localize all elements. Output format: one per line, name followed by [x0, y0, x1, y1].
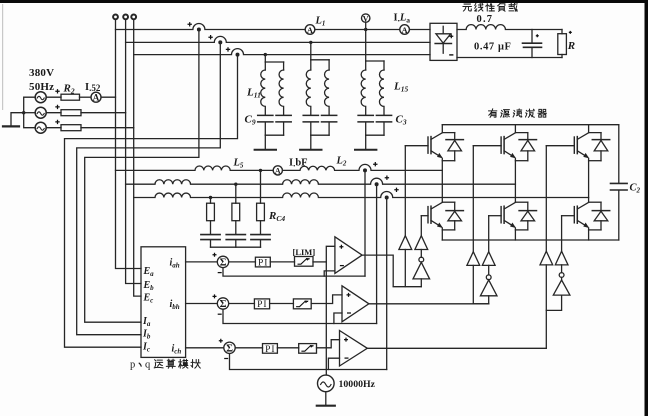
svg-text:380V: 380V — [29, 67, 54, 79]
svg-text:Ib: Ib — [142, 328, 151, 340]
svg-text:10000Hz: 10000Hz — [339, 379, 376, 390]
svg-text:ich: ich — [172, 343, 182, 355]
svg-text:RC4: RC4 — [268, 210, 285, 223]
svg-text:C2: C2 — [630, 183, 641, 195]
svg-text:PI: PI — [258, 259, 268, 269]
svg-text:iah: iah — [170, 257, 180, 269]
svg-text:C9: C9 — [245, 114, 256, 127]
svg-text:R: R — [567, 40, 575, 52]
svg-text:V: V — [363, 15, 369, 24]
svg-text:A: A — [402, 25, 409, 35]
svg-text:L2: L2 — [336, 156, 347, 168]
svg-text:Ec: Ec — [143, 292, 154, 304]
svg-text:Ea: Ea — [143, 266, 155, 278]
svg-text:L11: L11 — [246, 87, 261, 100]
svg-text:Σ: Σ — [226, 344, 233, 355]
svg-text:I.52: I.52 — [85, 82, 101, 93]
svg-text:L5: L5 — [233, 158, 244, 170]
svg-text:ibh: ibh — [170, 299, 180, 311]
svg-text:Σ: Σ — [220, 258, 227, 269]
svg-text:0.7: 0.7 — [477, 14, 494, 25]
svg-text:A: A — [307, 25, 314, 35]
svg-text:Ic: Ic — [142, 341, 150, 353]
svg-text:I.La: I.La — [394, 13, 411, 25]
svg-text:50Hz: 50Hz — [29, 81, 54, 93]
svg-text:L15: L15 — [393, 81, 408, 94]
svg-text:q: q — [145, 360, 151, 371]
svg-text:L1: L1 — [315, 16, 326, 28]
svg-text:I.bF: I.bF — [289, 158, 308, 169]
svg-text:A: A — [275, 167, 281, 176]
svg-text:Eb: Eb — [143, 280, 155, 292]
svg-text:Σ: Σ — [220, 299, 227, 310]
svg-text:C3: C3 — [396, 114, 407, 127]
svg-text:PI: PI — [257, 300, 267, 310]
svg-text:A: A — [93, 93, 100, 103]
svg-text:PI: PI — [265, 345, 275, 355]
svg-text:[LIM]: [LIM] — [293, 247, 316, 257]
svg-text:p: p — [130, 360, 135, 371]
svg-text:R2: R2 — [63, 83, 75, 96]
svg-text:0.47 μF: 0.47 μF — [474, 42, 512, 53]
svg-text:Ia: Ia — [142, 316, 151, 328]
